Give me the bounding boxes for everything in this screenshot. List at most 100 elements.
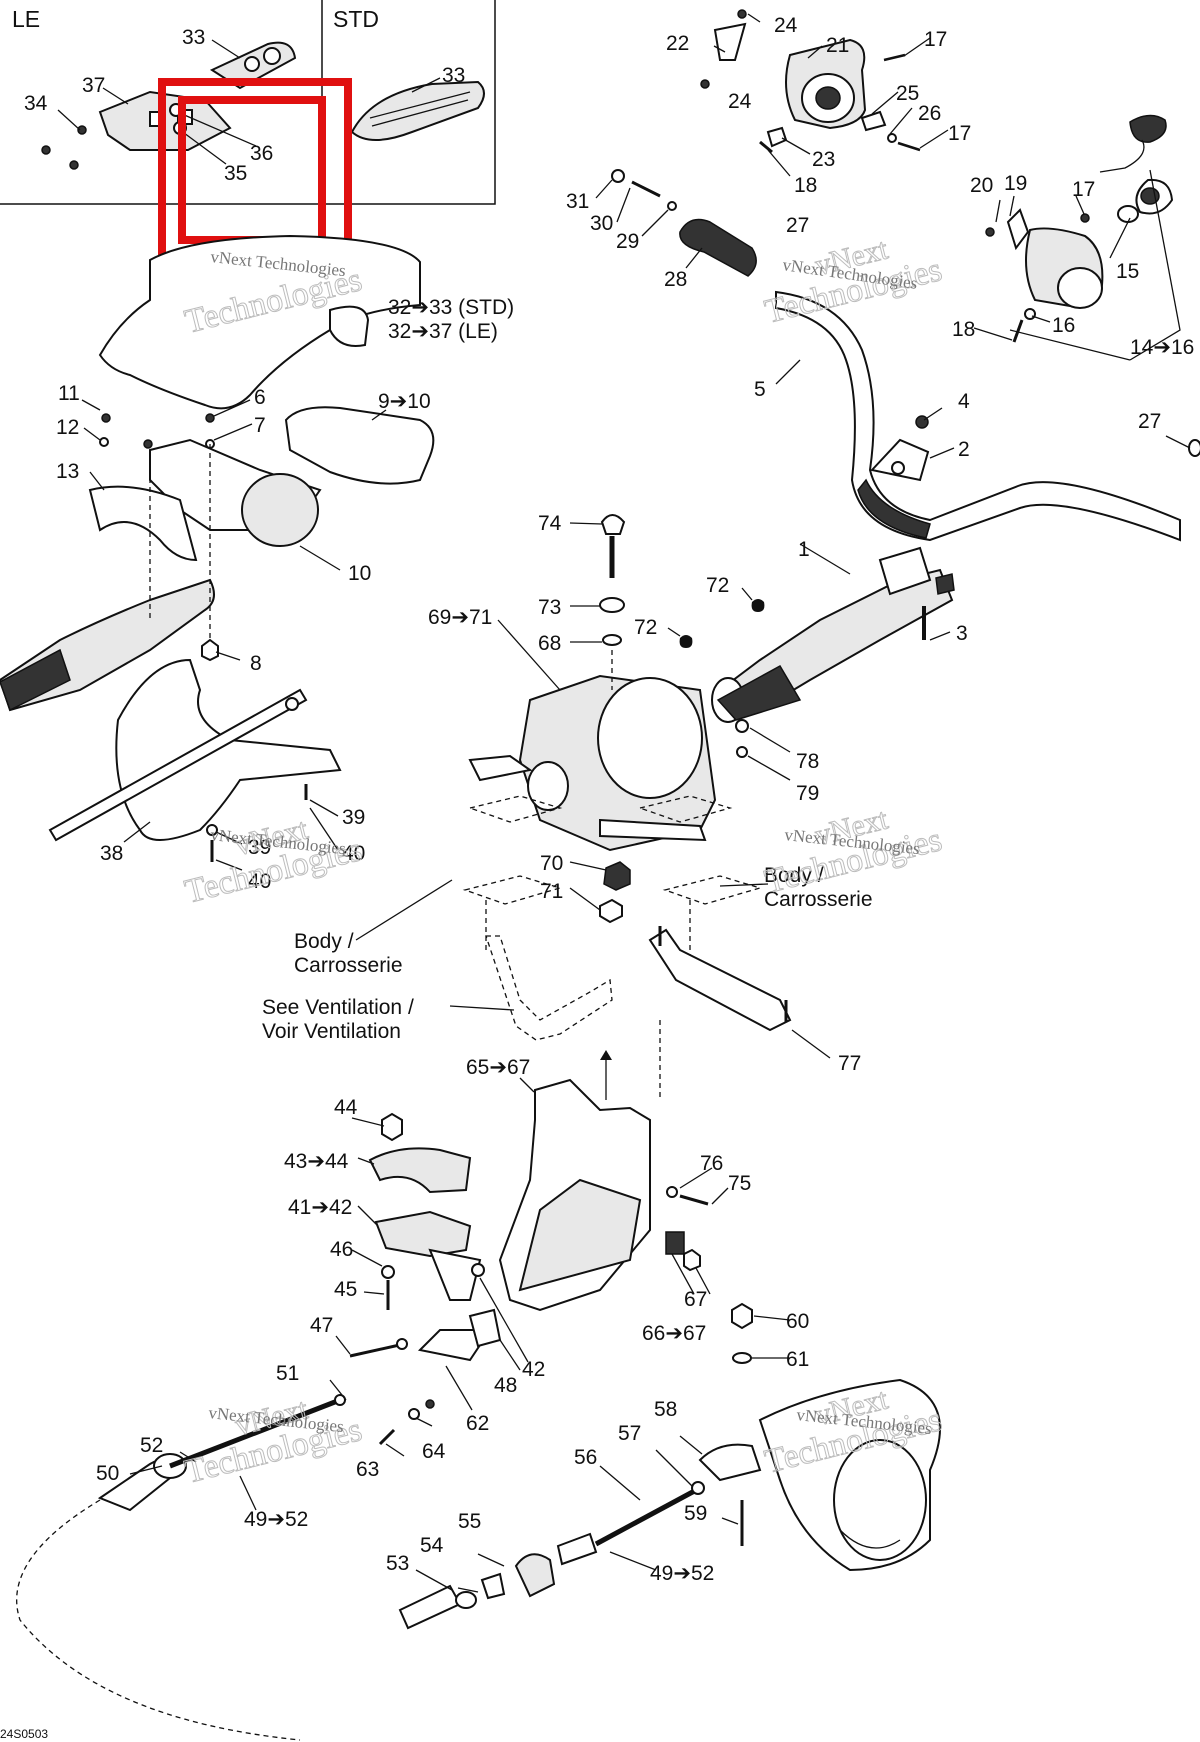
steering-column-1 <box>667 543 955 781</box>
callout-70: 70 <box>540 852 563 875</box>
callout-34: 34 <box>24 92 48 115</box>
note-body-left-2: Carrosserie <box>294 954 403 977</box>
callout-13: 13 <box>56 460 79 483</box>
jet-nozzle <box>758 1378 941 1572</box>
callout-39b: 39 <box>248 836 271 859</box>
callout-20: 20 <box>970 174 993 197</box>
note-body-right-2: Carrosserie <box>764 888 873 911</box>
callout-51: 51 <box>276 1362 299 1385</box>
callout-37: 37 <box>82 74 105 97</box>
callout-55: 55 <box>458 1510 481 1533</box>
steering-cable-right <box>398 1302 791 1630</box>
callout-48: 48 <box>494 1374 517 1397</box>
callout-18b: 18 <box>952 318 975 341</box>
callout-26: 26 <box>918 102 941 125</box>
callout-59: 59 <box>684 1502 707 1525</box>
callout-12: 12 <box>56 416 79 439</box>
callout-4: 4 <box>958 390 970 413</box>
callout-72b: 72 <box>634 616 657 639</box>
callout-47: 47 <box>310 1314 333 1337</box>
callout-57: 57 <box>618 1422 641 1445</box>
callout-35: 35 <box>224 162 247 185</box>
callout-49a: 49➔52 <box>244 1508 308 1531</box>
callout-38: 38 <box>100 842 123 865</box>
callout-32-le: 32➔37 (LE) <box>388 320 498 343</box>
callout-32-std: 32➔33 (STD) <box>388 296 514 319</box>
handlebar-5 <box>775 290 1200 542</box>
callout-44a: 44 <box>334 1096 358 1119</box>
callout-31: 31 <box>566 190 589 213</box>
left-grip-assembly <box>0 399 435 712</box>
callout-58: 58 <box>654 1398 677 1421</box>
callout-11: 11 <box>58 382 80 405</box>
callout-71: 71 <box>540 880 563 903</box>
callout-41: 41➔42 <box>288 1196 352 1219</box>
callout-68: 68 <box>538 632 561 655</box>
callout-33b: 33 <box>442 64 465 87</box>
callout-8: 8 <box>250 652 262 675</box>
callout-61: 61 <box>786 1348 809 1371</box>
callout-56: 56 <box>574 1446 597 1469</box>
handlebar-grip-28 <box>595 169 757 277</box>
callout-74: 74 <box>538 512 562 535</box>
clamp-assembly-41 <box>351 1112 529 1363</box>
lower-column-65 <box>498 1077 729 1312</box>
callout-49b: 49➔52 <box>650 1562 714 1585</box>
callout-27a: 27 <box>786 214 809 237</box>
callout-69: 69➔71 <box>428 606 492 629</box>
callout-42: 42 <box>522 1358 545 1381</box>
callout-17b: 17 <box>948 122 971 145</box>
callout-50: 50 <box>96 1462 119 1485</box>
inset-label-std: STD <box>333 6 379 32</box>
callout-22: 22 <box>666 32 689 55</box>
callout-23: 23 <box>812 148 835 171</box>
callout-5: 5 <box>754 378 766 401</box>
switch-housing-21 <box>700 9 949 177</box>
callout-36: 36 <box>250 142 273 165</box>
callout-65: 65➔67 <box>466 1056 530 1079</box>
callout-2: 2 <box>958 438 970 461</box>
callout-66: 66➔67 <box>642 1322 706 1345</box>
callout-18a: 18 <box>794 174 817 197</box>
steering-cable-left <box>16 1379 347 1741</box>
callout-25: 25 <box>896 82 919 105</box>
note-ventilation-1: See Ventilation / <box>262 996 414 1019</box>
steering-support-69 <box>468 514 717 924</box>
callout-21: 21 <box>826 34 849 57</box>
callout-46: 46 <box>330 1238 353 1261</box>
shaft-48-62 <box>335 1308 521 1457</box>
callout-1: 1 <box>798 538 810 561</box>
callout-45: 45 <box>334 1278 357 1301</box>
callout-10: 10 <box>348 562 371 585</box>
callout-52a: 52 <box>140 1434 163 1457</box>
switch-housing-14 <box>973 114 1181 361</box>
callout-17a: 17 <box>924 28 947 51</box>
callout-labels: 33 33 37 34 36 35 32➔33 (STD) 32➔37 (LE)… <box>24 14 1194 1585</box>
callout-63: 63 <box>356 1458 379 1481</box>
callout-24b: 24 <box>728 90 752 113</box>
notes: Body / Carrosserie Body / Carrosserie Se… <box>0 864 873 1741</box>
steering-cover <box>98 234 421 410</box>
callout-14: 14➔16 <box>1130 336 1194 359</box>
callout-54: 54 <box>420 1534 444 1557</box>
note-body-left-1: Body / <box>294 930 354 953</box>
callout-67: 67 <box>684 1288 707 1311</box>
callout-15: 15 <box>1116 260 1139 283</box>
callout-28: 28 <box>664 268 687 291</box>
callout-9: 9➔10 <box>378 390 431 413</box>
callout-16: 16 <box>1052 314 1075 337</box>
callout-77: 77 <box>838 1052 861 1075</box>
callout-19: 19 <box>1004 172 1027 195</box>
inset-label-le: LE <box>12 6 40 32</box>
callout-40a: 40 <box>342 842 365 865</box>
callout-40b: 40 <box>248 870 271 893</box>
lower-left-cover-38 <box>48 658 342 871</box>
callout-24a: 24 <box>774 14 798 37</box>
callout-78: 78 <box>796 750 819 773</box>
note-ventilation-2: Voir Ventilation <box>262 1020 401 1043</box>
callout-3: 3 <box>956 622 968 645</box>
callout-6: 6 <box>254 386 266 409</box>
callout-7: 7 <box>254 414 266 437</box>
callout-72a: 72 <box>706 574 729 597</box>
